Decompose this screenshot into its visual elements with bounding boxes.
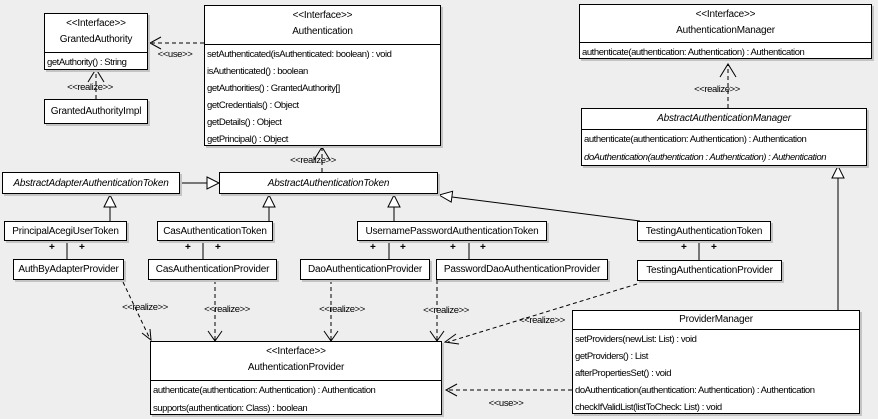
class-name: AuthByAdapterProvider [18,264,119,275]
realize-label: <<realize>> [319,304,365,315]
generalization-adapter-token-to-abstract-token [180,176,221,190]
method: doAuthentication(authentication: Authent… [575,385,815,396]
class-name: UsernamePasswordAuthenticationToken [365,225,539,237]
class-name: Authentication [292,26,353,37]
use-providermanager-to-authenticationprovider [444,383,572,397]
association-plus: + [49,242,55,253]
method: afterPropertiesSet() : void [575,368,672,379]
realize-label: <<realize>> [204,304,250,315]
association-plus: + [215,242,221,253]
class-cas-authentication-token[interactable]: CasAuthenticationToken [157,221,273,241]
class-name: AbstractAdapterAuthenticationToken [13,177,169,189]
class-name: TestingAuthenticationToken [645,225,763,237]
method: authenticate(authentication: Authenticat… [153,385,376,396]
stereotype-label: <<Interface>> [266,346,326,357]
class-testing-authentication-provider[interactable]: TestingAuthenticationProvider [637,260,782,281]
class-name: AbstractAuthenticationManager [657,113,791,124]
class-name: CasAuthenticationProvider [155,264,270,275]
method: isAuthenticated() : boolean [207,66,308,77]
association-plus: + [370,242,376,253]
realize-abstract-manager-to-manager [719,63,737,108]
use-authentication-to-grantedauthority [148,36,204,50]
class-name: AbstractAuthenticationToken [267,177,390,189]
realize-label: <<realize>> [423,305,469,316]
class-name: AuthenticationManager [676,25,775,36]
class-name: TestingAuthenticationProvider [646,265,773,276]
method: getDetails() : Object [207,117,282,128]
class-abstract-authentication-token[interactable]: AbstractAuthenticationToken [219,172,438,194]
class-authentication[interactable]: <<Interface>> Authentication setAuthenti… [204,5,441,146]
method: setProviders(newList: List) : void [575,334,697,345]
realize-label: <<realize>> [67,82,113,93]
method: supports(authentication: Class) : boolea… [153,403,308,414]
class-provider-manager[interactable]: ProviderManager setProviders(newList: Li… [572,310,860,414]
realize-abstract-token-to-authentication [313,146,331,172]
generalization-cas-token [262,193,276,221]
class-name: GrantedAuthorityImpl [50,106,142,117]
realize-testing-provider [443,283,638,345]
class-name: GrantedAuthority [59,34,133,45]
method: authenticate(authentication: Authenticat… [582,47,805,58]
association-plus: + [185,242,191,253]
generalization-usernamepassword-token [387,193,401,221]
class-dao-authentication-provider[interactable]: DaoAuthenticationProvider [300,259,430,280]
class-cas-authentication-provider[interactable]: CasAuthenticationProvider [148,259,277,280]
use-label: <<use>> [488,398,524,409]
association-plus: + [711,242,717,253]
class-name: AuthenticationProvider [247,362,345,373]
realize-label: <<realize>> [290,155,336,166]
method: setAuthenticated(isAuthenticated: boolea… [207,49,392,60]
stereotype-label: <<Interface>> [66,18,126,29]
class-name: PrincipalAcegiUserToken [12,225,119,237]
method: checkIfValidList(listToCheck: List) : vo… [575,402,722,413]
realize-label: <<realize>> [519,315,565,326]
method: getProviders() : List [575,351,648,362]
generalization-provider-manager [831,164,845,310]
association-plus: + [681,242,687,253]
association-plus: + [79,242,85,253]
stereotype-label: <<Interface>> [695,9,756,20]
class-name: ProviderManager [679,314,753,325]
association-plus: + [480,242,486,253]
method: authenticate(authentication: Authenticat… [584,134,807,145]
method: getAuthority() : String [47,57,127,68]
method: getAuthorities() : GrantedAuthority[] [207,83,340,94]
class-granted-authority[interactable]: <<Interface>> GrantedAuthority getAuthor… [44,13,148,70]
stereotype-label: <<Interface>> [292,10,353,21]
class-name: PasswordDaoAuthenticationProvider [443,264,601,275]
class-principal-acegi-user-token[interactable]: PrincipalAcegiUserToken [4,221,127,241]
class-abstract-adapter-authentication-token[interactable]: AbstractAdapterAuthenticationToken [2,172,180,194]
association-plus: + [400,242,406,253]
abstract-method: doAuthentication(authentication : Authen… [584,152,827,163]
class-authentication-provider[interactable]: <<Interface>> AuthenticationProvider aut… [150,341,442,415]
class-authentication-manager[interactable]: <<Interface>> AuthenticationManager auth… [579,4,872,59]
use-label: <<use>> [157,49,193,60]
method: getCredentials() : Object [207,100,299,111]
class-name: DaoAuthenticationProvider [308,264,422,275]
association-plus: + [450,242,456,253]
class-granted-authority-impl[interactable]: GrantedAuthorityImpl [44,99,148,124]
realize-authbyadapter-provider [122,281,152,342]
class-abstract-authentication-manager[interactable]: AbstractAuthenticationManager authentica… [581,108,867,166]
generalization-principal-token [103,193,117,221]
method: getPrincipal() : Object [207,134,288,145]
generalization-testing-token [437,190,641,222]
realize-label: <<realize>> [694,84,740,95]
class-password-dao-authentication-provider[interactable]: PasswordDaoAuthenticationProvider [436,259,608,280]
realize-label: <<realize>> [122,302,168,313]
class-auth-by-adapter-provider[interactable]: AuthByAdapterProvider [13,259,124,280]
class-name: CasAuthenticationToken [163,225,267,237]
class-testing-authentication-token[interactable]: TestingAuthenticationToken [637,221,771,241]
class-username-password-authentication-token[interactable]: UsernamePasswordAuthenticationToken [357,221,547,241]
